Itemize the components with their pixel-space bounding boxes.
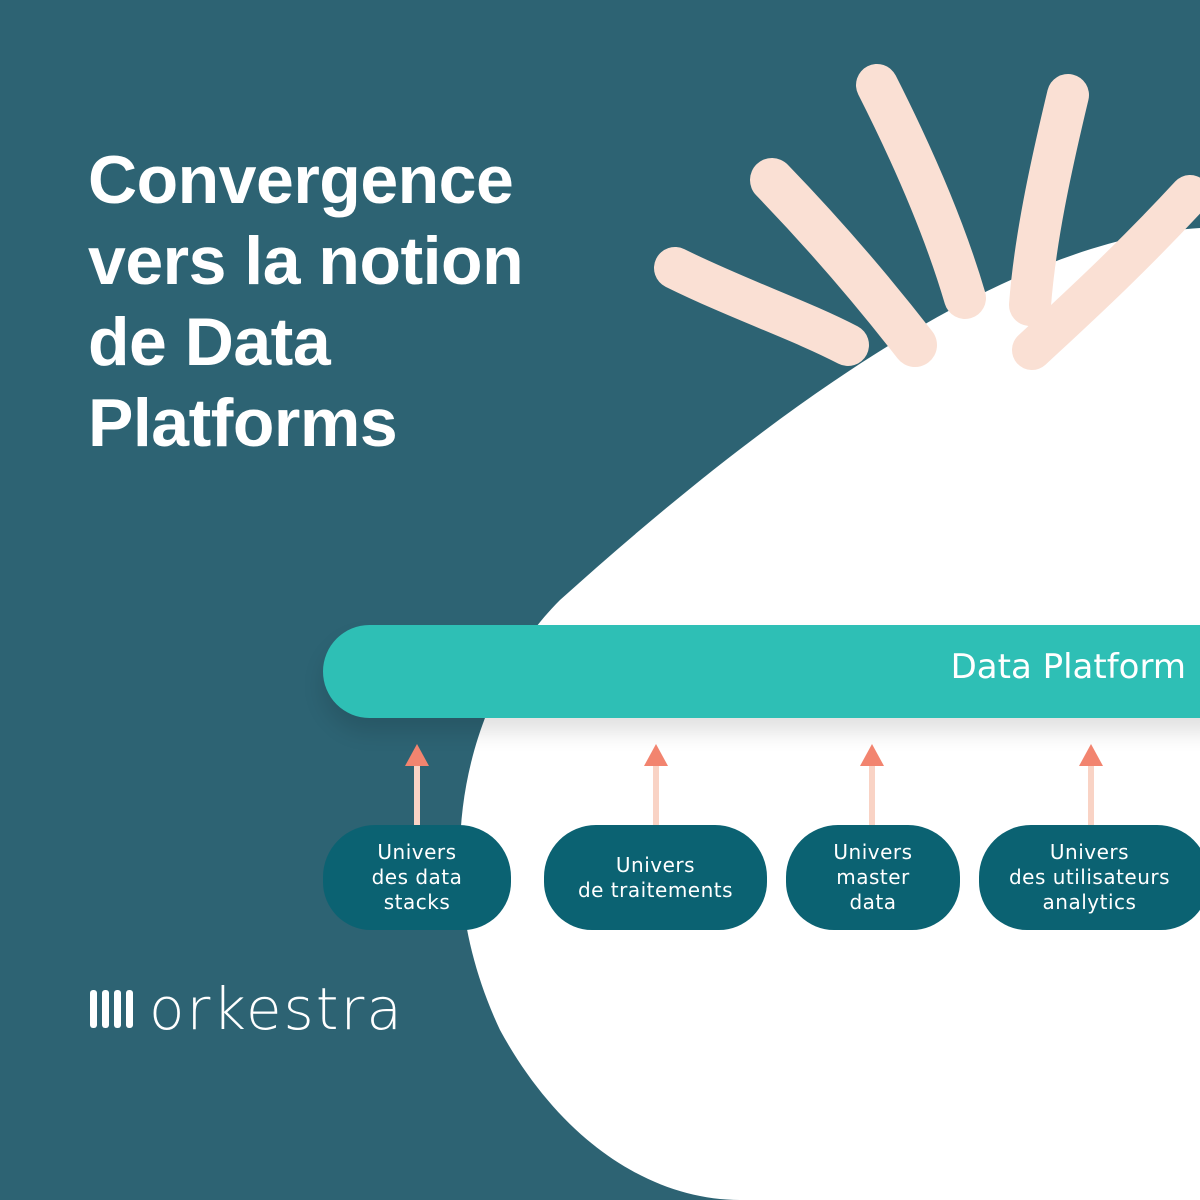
title-line: Platforms: [88, 385, 398, 461]
pill-text: Univers: [615, 852, 696, 877]
pill-text: stacks: [383, 890, 451, 914]
pill-text: data: [849, 890, 897, 914]
pill-text: Univers: [377, 840, 457, 864]
hand-fingers-illustration: [654, 64, 1200, 370]
arrow-up-icon: [402, 744, 432, 826]
title-line: vers la notion: [88, 223, 524, 299]
data-platform-label: Data Platform: [950, 647, 1186, 687]
universe-data-stacks: Univers des data stacks: [323, 825, 511, 930]
pill-text: des utilisateurs: [1008, 865, 1171, 889]
arrow-up-icon: [857, 744, 887, 826]
pill-text: master: [836, 865, 910, 889]
pill-text: des data: [371, 865, 463, 889]
orkestra-logo: orkestra: [90, 980, 404, 1038]
title-line: Convergence: [88, 142, 514, 218]
arrow-up-icon: [641, 744, 671, 826]
universe-traitements: Univers de traitements: [544, 825, 767, 930]
pill-text: de traitements: [577, 877, 734, 902]
universe-master-data: Univers master data: [786, 825, 960, 930]
pill-text: analytics: [1042, 890, 1137, 914]
arrow-up-icon: [1076, 744, 1106, 826]
logo-text: orkestra: [149, 975, 404, 1043]
logo-bars-icon: [90, 990, 133, 1028]
page-title: Convergence vers la notion de Data Platf…: [88, 140, 524, 464]
data-platform-bar: Data Platform: [323, 625, 1200, 718]
title-line: de Data: [88, 304, 331, 380]
universe-utilisateurs-analytics: Univers des utilisateurs analytics: [979, 825, 1200, 930]
pill-text: Univers: [1049, 840, 1130, 864]
pill-text: Univers: [833, 840, 913, 864]
